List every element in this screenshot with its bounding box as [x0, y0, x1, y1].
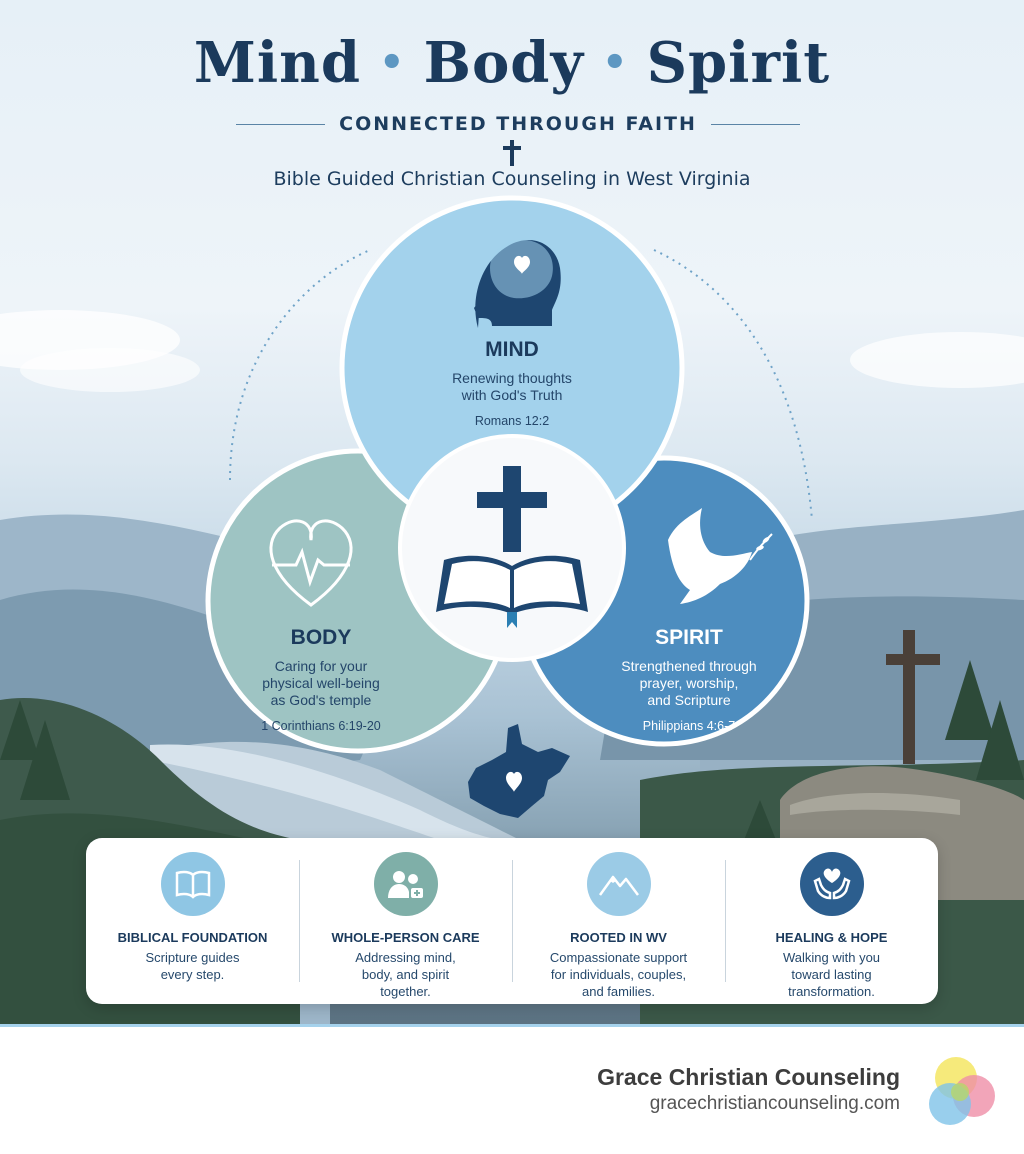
divider-left	[236, 123, 326, 125]
open-book-icon	[160, 852, 225, 916]
body-line-3: as God's temple	[270, 692, 372, 708]
small-cross-icon	[503, 140, 521, 166]
title-separator: •	[379, 39, 406, 86]
title-spirit: Spirit	[646, 30, 831, 96]
spirit-text: SPIRIT Strengthened through prayer, wors…	[604, 626, 774, 733]
mind-reference: Romans 12:2	[474, 414, 550, 428]
brand-name: Grace Christian Counseling	[597, 1064, 900, 1090]
title-mind: Mind	[193, 30, 362, 96]
spirit-line-3: and Scripture	[647, 692, 731, 708]
body-text: BODY Caring for your physical well-being…	[236, 626, 406, 733]
footer-divider	[0, 1024, 1024, 1027]
title-body: Body	[423, 30, 584, 96]
brand-block: Grace Christian Counseling gracechristia…	[597, 1064, 900, 1115]
people-care-icon	[373, 852, 438, 916]
feature-whole-person-care: WHOLE-PERSON CARE Addressing mind,body, …	[299, 838, 512, 1004]
feature-title: BIBLICAL FOUNDATION	[117, 930, 268, 945]
hero-scene: Mind • Body • Spirit CONNECTED THROUGH FAITH…	[0, 0, 1024, 1024]
west-virginia-heart-icon	[468, 724, 570, 818]
title-separator: •	[602, 39, 629, 86]
tagline: Bible Guided Christian Counseling in Wes…	[273, 168, 751, 190]
subtitle: CONNECTED THROUGH FAITH	[339, 113, 697, 135]
body-line-2: physical well-being	[262, 675, 380, 691]
spirit-line-2: prayer, worship,	[639, 675, 739, 691]
page-title: Mind • Body • Spirit	[0, 30, 1024, 96]
dove-icon	[668, 508, 773, 604]
mind-line-2: with God's Truth	[461, 387, 563, 403]
mind-title: MIND	[485, 338, 539, 361]
spirit-reference: Philippians 4:6-7	[642, 719, 736, 733]
mind-text: MIND Renewing thoughts with God's Truth …	[432, 338, 592, 428]
body-reference: 1 Corinthians 6:19-20	[261, 719, 381, 733]
head-brain-icon	[474, 239, 561, 328]
subtitle-row: CONNECTED THROUGH FAITH	[236, 112, 801, 136]
body-line-1: Caring for your	[274, 658, 368, 674]
heartbeat-icon	[269, 519, 353, 607]
hands-heart-icon	[799, 852, 864, 916]
mind-line-1: Renewing thoughts	[452, 370, 572, 386]
mountains-icon	[586, 852, 651, 916]
feature-title: HEALING & HOPE	[775, 930, 888, 945]
venn-diagram	[208, 198, 813, 818]
overlapping-circles-logo	[929, 1057, 995, 1125]
spirit-line-1: Strengthened through	[621, 658, 757, 674]
feature-title: ROOTED IN WV	[570, 930, 667, 945]
cross-bible-icon	[436, 466, 588, 628]
feature-title: WHOLE-PERSON CARE	[331, 930, 480, 945]
spirit-title: SPIRIT	[655, 626, 723, 649]
divider-right	[710, 123, 801, 125]
brand-url[interactable]: gracechristiancounseling.com	[649, 1093, 900, 1114]
body-title: BODY	[290, 626, 352, 649]
